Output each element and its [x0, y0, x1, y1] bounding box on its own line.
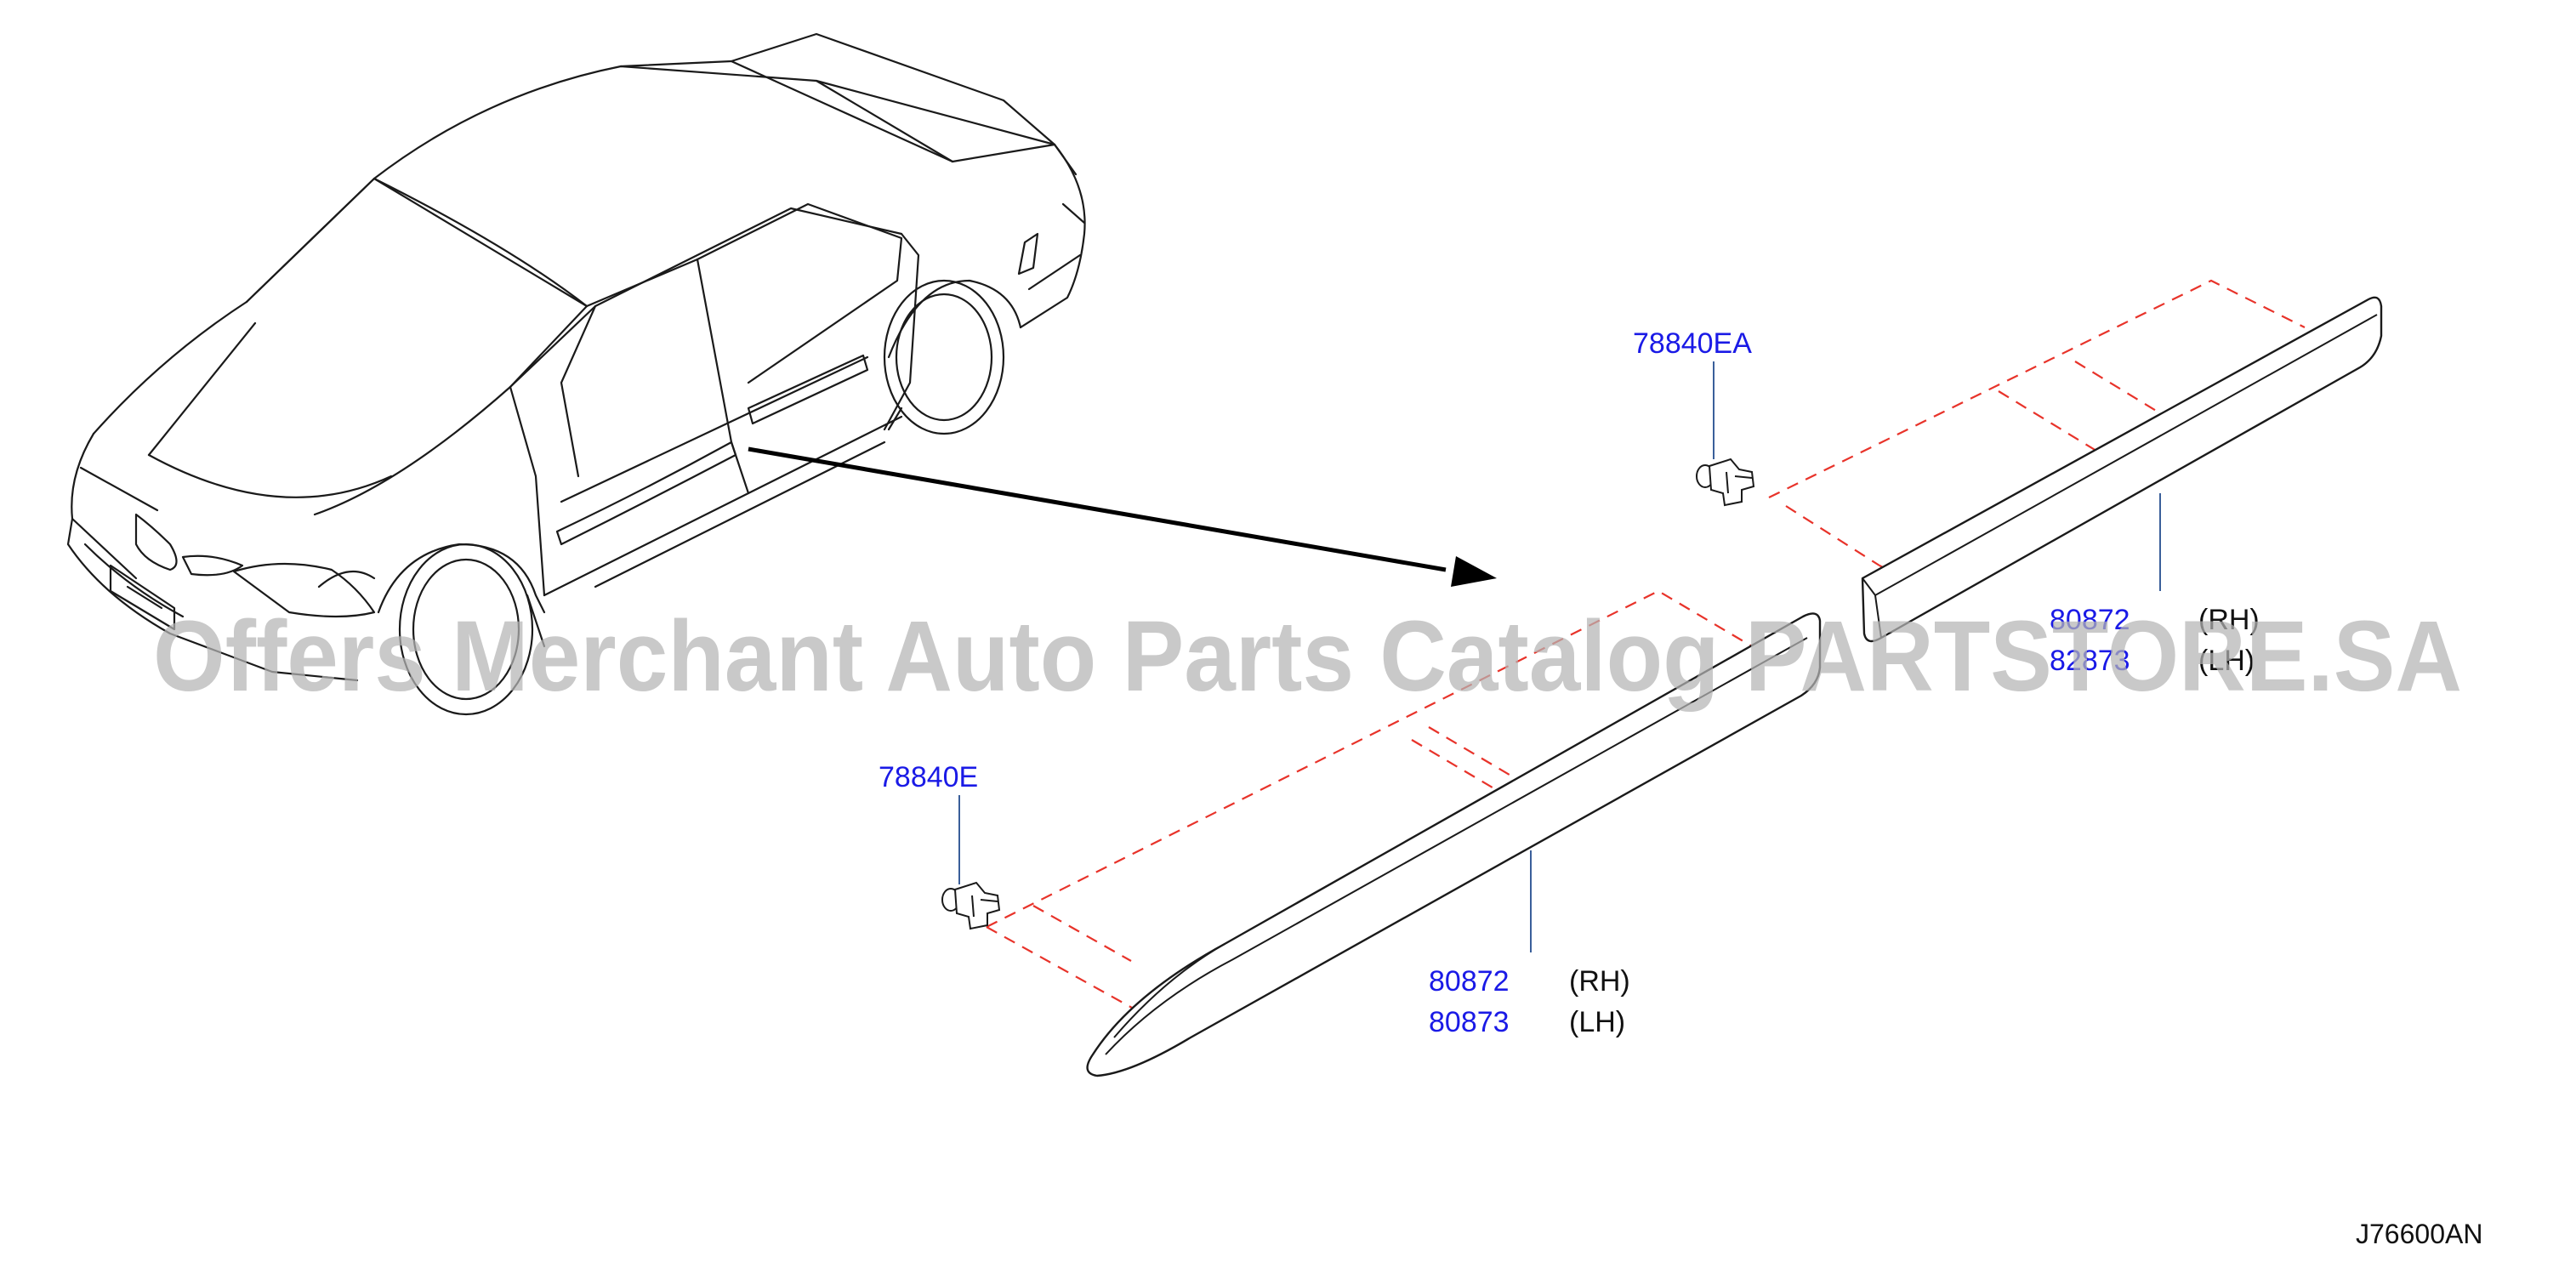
pointer-arrow — [748, 446, 1497, 587]
callout-front-molding-lh-side: (LH) — [1569, 1006, 1625, 1038]
callout-78840E: 78840E — [879, 761, 978, 793]
callout-front-molding-rh-side: (RH) — [1569, 965, 1630, 998]
clip-rear-icon — [1696, 458, 1755, 507]
car-illustration — [66, 32, 1086, 716]
front-door-molding — [1086, 612, 1822, 1077]
leader-lines — [958, 361, 2161, 952]
clip-front-icon — [941, 881, 1001, 930]
callout-rear-molding-lh: 82873 — [2050, 645, 2130, 677]
callout-rear-molding-lh-side: (LH) — [2198, 645, 2255, 677]
callout-rear-molding-rh: 80872 — [2050, 604, 2130, 636]
callout-rear-molding-rh-side: (RH) — [2198, 604, 2260, 636]
rear-door-molding — [1861, 296, 2383, 643]
callout-front-molding-lh: 80873 — [1429, 1006, 1510, 1038]
illustration-code: J76600AN — [2356, 1219, 2482, 1249]
watermark-text: Offers Merchant Auto Parts Catalog PARTS… — [153, 600, 2462, 713]
callout-78840EA: 78840EA — [1633, 327, 1752, 360]
callout-front-molding-rh: 80872 — [1429, 965, 1510, 998]
